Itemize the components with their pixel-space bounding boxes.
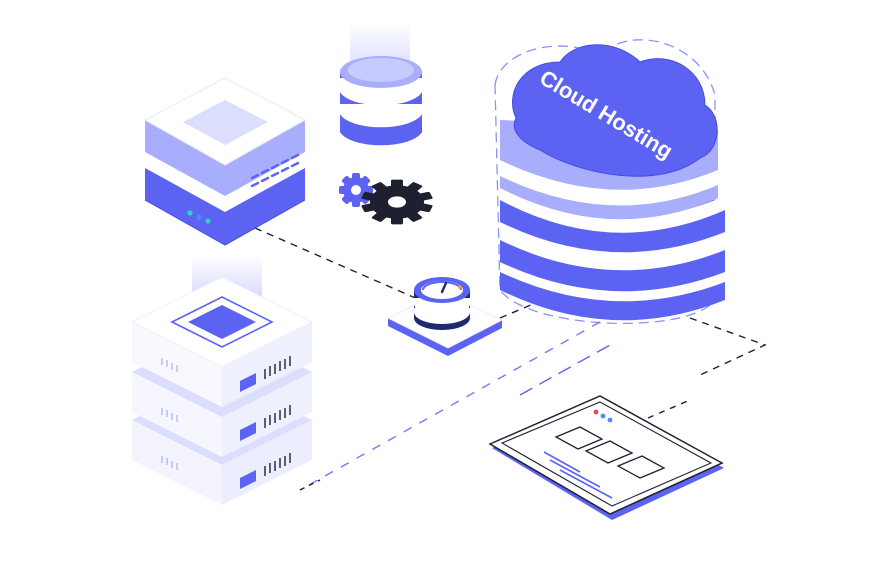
connector-rack-base	[299, 479, 321, 491]
rack-unit-top	[130, 276, 314, 407]
server-leds	[187, 210, 211, 224]
tablet-icon	[488, 395, 724, 520]
connector-gauge-to-cloud	[499, 281, 586, 319]
window-tiles	[554, 426, 666, 479]
window-dots	[593, 409, 613, 423]
server-vents	[250, 153, 300, 188]
cloud-icon: Cloud Hosting	[494, 39, 725, 325]
connector-cloud-to-right	[689, 317, 767, 376]
connector-tablet-right	[647, 399, 691, 419]
window-text-lines	[543, 451, 613, 499]
network-connectors	[254, 227, 767, 491]
database-icon	[340, 22, 422, 146]
server-rack-icon	[130, 255, 314, 505]
connector-cloud-to-tablet	[519, 344, 611, 396]
connector-gauge-to-rack	[299, 321, 601, 491]
speed-gauge-icon	[386, 277, 504, 356]
gear-icon	[339, 173, 433, 225]
gear-small	[339, 173, 373, 207]
gear-large	[361, 179, 433, 225]
gauge-needle	[440, 281, 448, 294]
connector-server-to-gauge	[254, 227, 421, 301]
server-icon	[143, 77, 307, 246]
